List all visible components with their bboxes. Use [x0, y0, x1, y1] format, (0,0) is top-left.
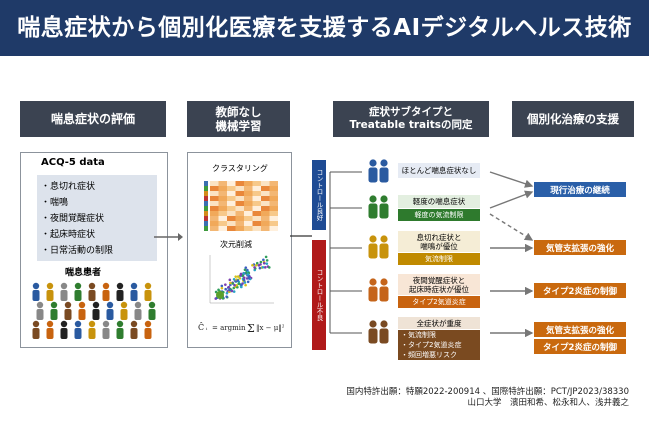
- header-subtypes: 症状サブタイプと Treatable traitsの同定: [333, 101, 489, 137]
- header-unsupervised-ml-line2: 機械学習: [215, 119, 262, 133]
- patients-label: 喘息患者: [65, 268, 102, 278]
- subtype-label-line: 喘鳴が優位: [420, 241, 458, 251]
- subtype-label: 夜間覚醒症状と 起床時症状が優位: [398, 274, 480, 295]
- scatter-plot-image: [209, 255, 274, 304]
- person-pair-icon: [368, 235, 389, 259]
- subtype-label-line: 全症状が重度: [416, 318, 462, 328]
- connector-lines: [290, 235, 312, 237]
- header-personalized-treatment-label: 個別化治療の支援: [527, 111, 619, 126]
- subtype-tag: ・タイプ2気道炎症: [401, 341, 462, 349]
- subtype-label: ほとんど喘息症状なし: [398, 163, 480, 178]
- dimred-label: 次元削減: [220, 240, 252, 249]
- subtype-label: 軽度の喘息症状: [398, 195, 480, 208]
- subtype-label: 全症状が重度: [398, 317, 480, 329]
- header-subtypes-line1: 症状サブタイプと: [369, 105, 453, 118]
- arrow-icon: [154, 233, 183, 241]
- ml-panel: クラスタリング 次元削減 Ĉ ᵢ = argmin Σ ‖x − μ‖²: [187, 152, 292, 348]
- person-pair-icon: [368, 159, 389, 183]
- subtype-tag: ・頻回増悪リスク: [401, 351, 457, 359]
- acq-item: ・日常活動の制限: [41, 246, 114, 256]
- controlled-bar-label: コントロール良好: [315, 169, 323, 221]
- person-pair-icon: [368, 278, 389, 302]
- argmin-formula-image: Ĉ ᵢ = argmin Σ ‖x − μ‖²: [198, 322, 284, 335]
- subtype-tag: 気流制限: [398, 253, 480, 265]
- uncontrolled-bar: コントロール不良: [312, 240, 326, 350]
- person-pair-icon: [368, 195, 389, 219]
- treatment-box: 気管支拡張の強化: [534, 240, 626, 255]
- treatment-box: 気管支拡張の強化: [534, 322, 626, 337]
- footer-patent: 国内特許出願：特願2022-200914 、国際特許出願：PCT/JP2023/…: [346, 387, 629, 397]
- subtype-label: 息切れ症状と 喘鳴が優位: [398, 231, 480, 252]
- subtype-label-line: 息切れ症状と: [416, 232, 462, 242]
- header-personalized-treatment: 個別化治療の支援: [512, 101, 634, 137]
- page-title: 喘息症状から個別化医療を支援するAIデジタルヘルス技術: [0, 0, 649, 56]
- person-pair-icon: [368, 320, 389, 344]
- clustering-label: クラスタリング: [212, 164, 268, 173]
- header-symptom-assessment-label: 喘息症状の評価: [50, 111, 135, 126]
- subtype-tag: ・気流制限: [401, 331, 436, 339]
- treatment-box: タイプ2炎症の制御: [534, 339, 626, 354]
- subtype-tag-list: ・気流制限 ・タイプ2気道炎症 ・頻回増悪リスク: [398, 330, 480, 360]
- acq-title: ACQ-5 data: [41, 157, 105, 168]
- header-unsupervised-ml-line1: 教師なし: [215, 104, 262, 119]
- subtype-label-line: 軽度の喘息症状: [412, 197, 466, 206]
- subtype-label-line: 起床時症状が優位: [409, 284, 469, 294]
- acq-item: ・喘鳴: [41, 198, 69, 208]
- header-subtypes-line2: Treatable traitsの同定: [349, 119, 473, 131]
- acq-panel: ACQ-5 data ・息切れ症状 ・喘鳴 ・夜間覚醒症状 ・起床時症状 ・日常…: [20, 152, 168, 348]
- treatment-box: タイプ2炎症の制御: [534, 283, 626, 298]
- treatment-arrows: [489, 171, 534, 338]
- heatmap-image: [200, 177, 282, 235]
- svg-text:= argmin: = argmin: [212, 324, 246, 332]
- subtype-label-line: ほとんど喘息症状なし: [401, 166, 477, 175]
- svg-text:Ĉ: Ĉ: [198, 323, 204, 332]
- svg-text:Σ: Σ: [247, 322, 255, 335]
- uncontrolled-bar-label: コントロール不良: [315, 269, 323, 321]
- subtype-label-line: 夜間覚醒症状と: [412, 275, 466, 285]
- svg-text:ᵢ: ᵢ: [206, 325, 208, 332]
- acq-item: ・息切れ症状: [41, 182, 96, 192]
- footer: 国内特許出願：特願2022-200914 、国際特許出願：PCT/JP2023/…: [209, 387, 629, 410]
- footer-authors: 山口大学 濱田和希、松永和人、浅井義之: [467, 398, 629, 409]
- acq-items-box: ・息切れ症状 ・喘鳴 ・夜間覚醒症状 ・起床時症状 ・日常活動の制限: [37, 175, 157, 261]
- treatment-box: 現行治療の継続: [534, 182, 626, 197]
- subtype-tag: 軽度の気流制限: [398, 209, 480, 221]
- subtype-tag: タイプ2気道炎症: [398, 296, 480, 308]
- patients-crowd-icon: [32, 282, 156, 339]
- acq-item: ・起床時症状: [41, 230, 96, 240]
- header-unsupervised-ml: 教師なし 機械学習: [187, 101, 290, 137]
- tree-lines: [329, 171, 362, 334]
- acq-item: ・夜間覚醒症状: [41, 214, 105, 224]
- svg-text:‖x − μ‖²: ‖x − μ‖²: [256, 324, 284, 332]
- header-symptom-assessment: 喘息症状の評価: [20, 101, 166, 137]
- controlled-bar: コントロール良好: [312, 160, 326, 230]
